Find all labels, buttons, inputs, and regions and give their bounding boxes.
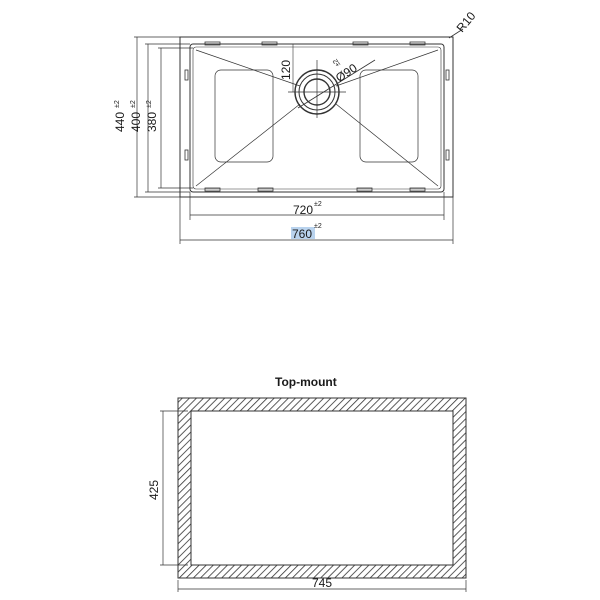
drain-diameter-label: Ø90 ±2 [332, 57, 360, 85]
outer-width-highlight [291, 227, 315, 239]
right-mat-outline [359, 69, 419, 163]
depth-dimensions [134, 36, 193, 198]
cutout-dimensions [160, 410, 467, 592]
drain-offset-label: 120 [279, 60, 293, 80]
mid-depth-label: 400 [129, 112, 143, 132]
inner-depth-tolerance: ±2 [146, 100, 153, 108]
sink-top-view [179, 28, 464, 198]
corner-radius-leader [448, 28, 464, 39]
cutout-height-label: 425 [147, 480, 161, 500]
cutout-title: Top-mount [275, 375, 337, 389]
drain [288, 44, 376, 118]
inner-width-label: 720 [293, 203, 313, 217]
svg-text:±2: ±2 [332, 57, 342, 67]
inner-width-tolerance: ±2 [314, 201, 322, 208]
outer-width-tolerance: ±2 [314, 223, 322, 230]
corner-radius-label: R10 [454, 9, 479, 35]
sink-bowl [189, 43, 445, 193]
width-dimensions [179, 192, 454, 244]
mounting-clips [184, 41, 450, 192]
sink-outer-rim [179, 36, 454, 198]
cutout-frame [177, 397, 467, 579]
inner-depth-label: 380 [145, 112, 159, 132]
outer-width-label: 760 [292, 227, 312, 241]
bowl-slope-lines [195, 49, 439, 187]
cutout-width-label: 745 [312, 576, 332, 590]
mid-depth-tolerance: ±2 [130, 100, 137, 108]
left-mat-outline [214, 69, 274, 163]
outer-depth-tolerance: ±2 [114, 100, 121, 108]
outer-depth-label: 440 [113, 112, 127, 132]
